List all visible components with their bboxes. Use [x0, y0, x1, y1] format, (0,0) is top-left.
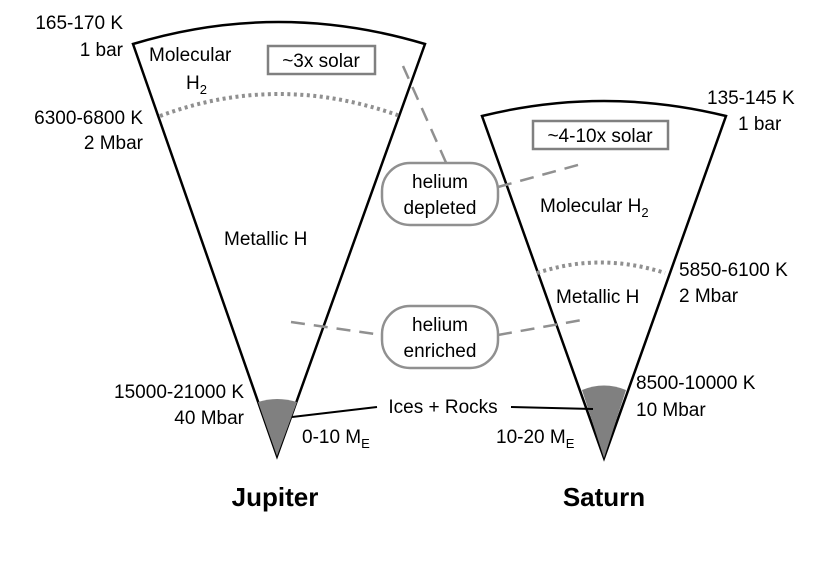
saturn-phase-boundary [536, 260, 666, 275]
core-pointer-jupiter [291, 406, 378, 418]
saturn-wedge [480, 99, 728, 462]
helium-depleted-bubble [380, 161, 500, 227]
saturn-name: Saturn [563, 482, 645, 512]
jupiter-core [258, 399, 297, 456]
jupiter-h2-label: H2 [186, 73, 207, 97]
saturn-metallic-label: Metallic H [556, 287, 639, 308]
helium-enriched-text-2: enriched [404, 341, 477, 362]
core-pointer-saturn [510, 406, 594, 410]
saturn-core [582, 385, 626, 458]
helium-enriched-line-right [497, 318, 583, 337]
saturn-core-temp: 8500-10000 K [636, 373, 756, 394]
helium-depleted-line-right [497, 161, 586, 189]
jupiter-transition-temp: 6300-6800 K [34, 108, 143, 129]
jupiter-name: Jupiter [232, 482, 319, 512]
jupiter-phase-boundary [159, 92, 401, 118]
jupiter-wedge [131, 20, 427, 460]
saturn-transition-pressure: 2 Mbar [679, 286, 739, 307]
jupiter-core-temp: 15000-21000 K [114, 382, 244, 403]
jupiter-enrichment: ~3x solar [282, 51, 360, 72]
ices-rocks-label: Ices + Rocks [388, 397, 497, 418]
saturn-core-mass: 10-20 ME [496, 427, 575, 451]
jupiter-core-mass: 0-10 ME [302, 427, 370, 451]
jupiter-metallic-label: Metallic H [224, 229, 307, 250]
saturn-transition-temp: 5850-6100 K [679, 260, 788, 281]
jupiter-enrichment-box [266, 44, 377, 76]
jupiter-transition-pressure: 2 Mbar [84, 133, 144, 154]
jupiter-core-pressure: 40 Mbar [174, 408, 244, 429]
helium-enriched-text-1: helium [412, 315, 468, 336]
saturn-enrichment: ~4-10x solar [547, 126, 653, 147]
saturn-enrichment-box [531, 119, 670, 151]
jupiter-surface-temp: 165-170 K [35, 13, 123, 34]
helium-enriched-line-left [290, 320, 383, 337]
helium-enriched-bubble [380, 304, 500, 370]
jupiter-molecular-label: Molecular [149, 45, 232, 66]
helium-depleted-text-2: depleted [404, 198, 477, 219]
jupiter-surface-pressure: 1 bar [80, 40, 124, 61]
helium-depleted-text-1: helium [412, 172, 468, 193]
saturn-surface-temp: 135-145 K [707, 88, 795, 109]
saturn-molecular-label: Molecular H2 [540, 196, 649, 220]
saturn-core-pressure: 10 Mbar [636, 400, 706, 421]
saturn-surface-pressure: 1 bar [738, 114, 782, 135]
